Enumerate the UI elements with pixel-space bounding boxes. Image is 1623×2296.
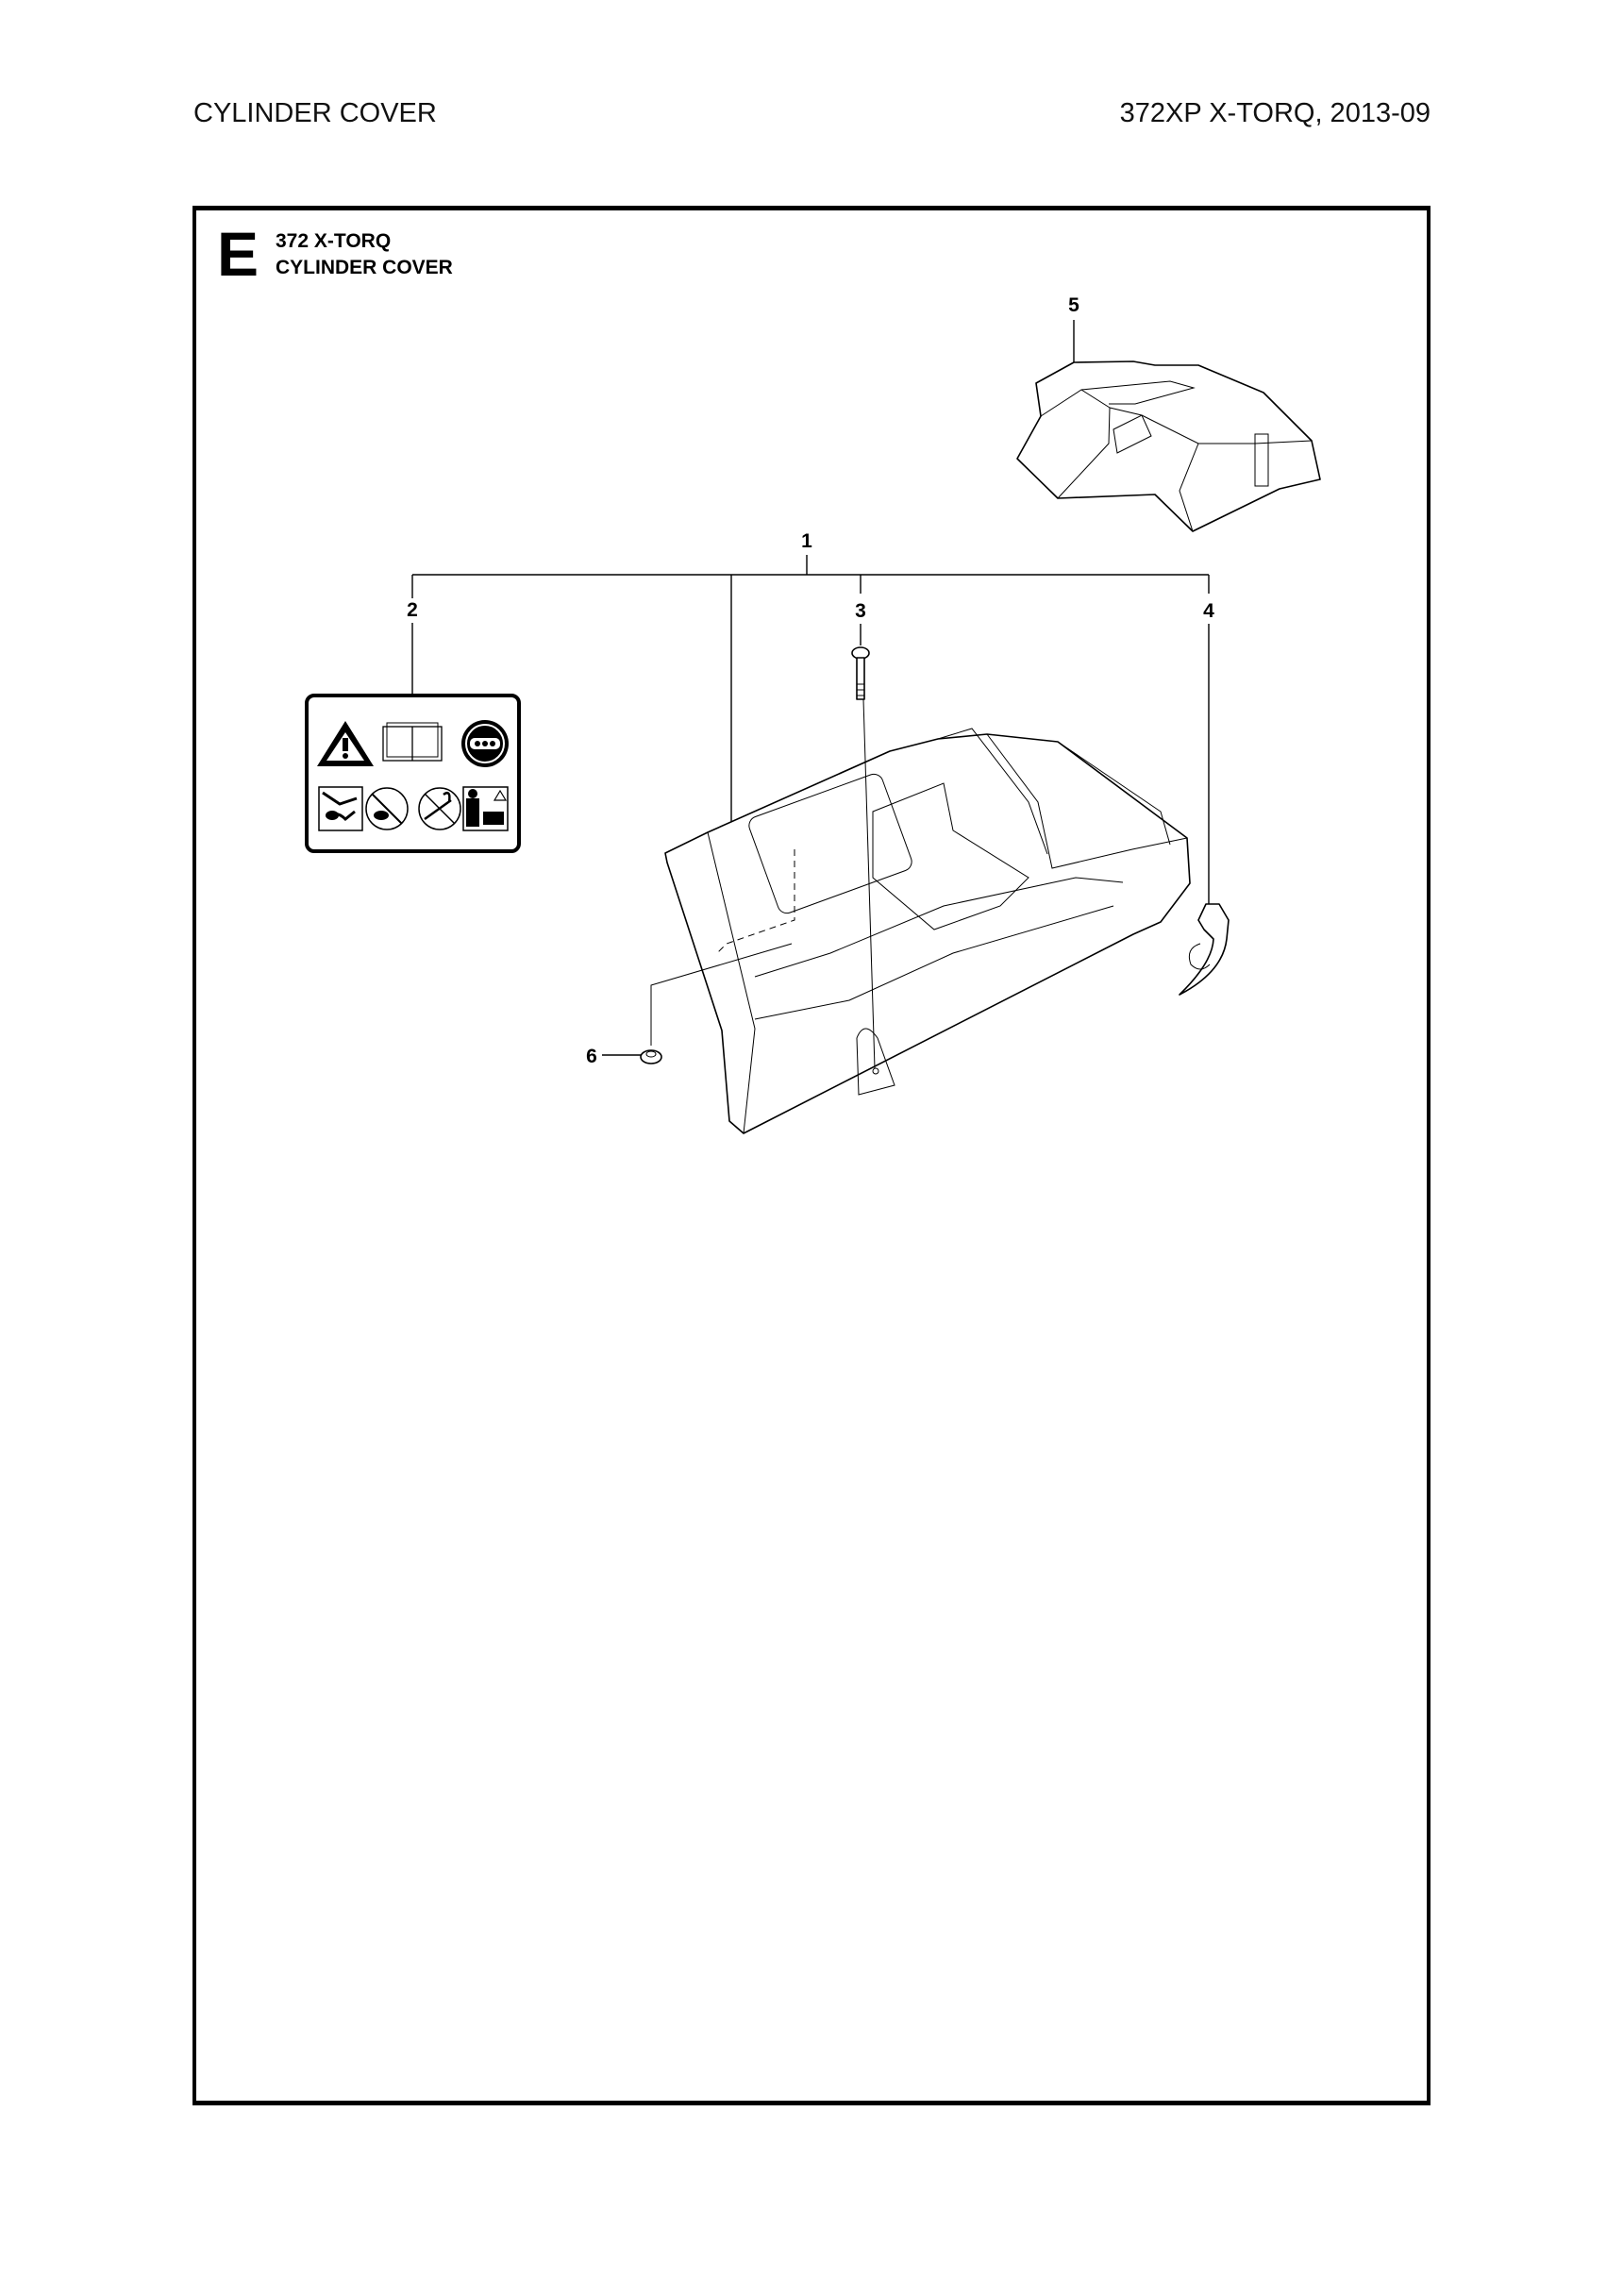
cover-recess bbox=[748, 773, 912, 914]
screw-hole bbox=[872, 1067, 879, 1075]
callout-6[interactable]: 6 bbox=[586, 1046, 642, 1067]
warning-triangle-icon bbox=[317, 721, 374, 766]
cover-rail bbox=[937, 728, 1048, 855]
frame-bottom-edge bbox=[192, 2101, 1431, 2105]
grommet-hole bbox=[645, 1050, 657, 1058]
top-cover-edge bbox=[1057, 389, 1111, 499]
top-cover-line-2 bbox=[1179, 443, 1199, 532]
part-4-clip[interactable] bbox=[1179, 903, 1230, 996]
callout-3[interactable]: 3 bbox=[855, 575, 866, 645]
callout-number: 1 bbox=[801, 530, 812, 552]
cover-contour bbox=[754, 877, 1124, 978]
cover-opening bbox=[872, 782, 1029, 930]
callout-number: 4 bbox=[1203, 600, 1214, 622]
page-header-model-date: 372XP X-TORQ, 2013-09 bbox=[1120, 98, 1431, 128]
cover-inner-wall bbox=[986, 733, 1188, 869]
top-cover-clip bbox=[1254, 433, 1269, 487]
top-cover-vent bbox=[1113, 414, 1152, 454]
callout-2[interactable]: 2 bbox=[407, 575, 418, 696]
part-3-screw[interactable] bbox=[851, 646, 870, 700]
callout-1[interactable]: 1 bbox=[412, 530, 1209, 825]
top-cover-outline bbox=[1016, 360, 1321, 532]
section-title: CYLINDER COVER bbox=[276, 257, 453, 278]
section-model: 372 X-TORQ bbox=[276, 230, 391, 252]
top-cover-ridge bbox=[1040, 380, 1196, 417]
hidden-edge bbox=[716, 849, 795, 954]
operator-warning-icon bbox=[462, 786, 509, 831]
part-6-grommet[interactable] bbox=[640, 943, 793, 1064]
part-5-top-cover[interactable] bbox=[1016, 360, 1321, 532]
screw-shank bbox=[856, 657, 865, 700]
read-manual-icon bbox=[382, 722, 443, 762]
two-hand-grip-icon bbox=[318, 786, 363, 831]
callout-number: 2 bbox=[407, 599, 418, 621]
part-1-cylinder-cover[interactable] bbox=[664, 698, 1191, 1134]
callout-5[interactable]: 5 bbox=[1068, 294, 1079, 362]
frame-top-edge bbox=[192, 206, 1431, 210]
cover-contour-2 bbox=[754, 905, 1114, 1020]
callout-4[interactable]: 4 bbox=[1203, 575, 1214, 904]
grommet-axis bbox=[650, 943, 793, 1046]
screw-axis bbox=[862, 698, 876, 1069]
kickback-warning-icon bbox=[418, 787, 461, 830]
callout-number: 5 bbox=[1068, 294, 1079, 316]
clip-hook bbox=[1188, 943, 1211, 970]
protective-gear-icon bbox=[461, 720, 509, 767]
section-letter: E bbox=[217, 219, 259, 289]
cover-side-edge bbox=[707, 831, 756, 1134]
callout-number: 6 bbox=[586, 1046, 597, 1067]
screw-boss bbox=[856, 1028, 895, 1096]
part-2-warning-sticker[interactable] bbox=[305, 694, 521, 853]
callout-number: 3 bbox=[855, 600, 866, 622]
cover-outline bbox=[664, 733, 1191, 1134]
page-header-title: CYLINDER COVER bbox=[193, 98, 437, 128]
no-one-hand-icon bbox=[365, 787, 409, 830]
clip-body bbox=[1179, 903, 1230, 996]
cover-rim bbox=[1057, 741, 1171, 846]
